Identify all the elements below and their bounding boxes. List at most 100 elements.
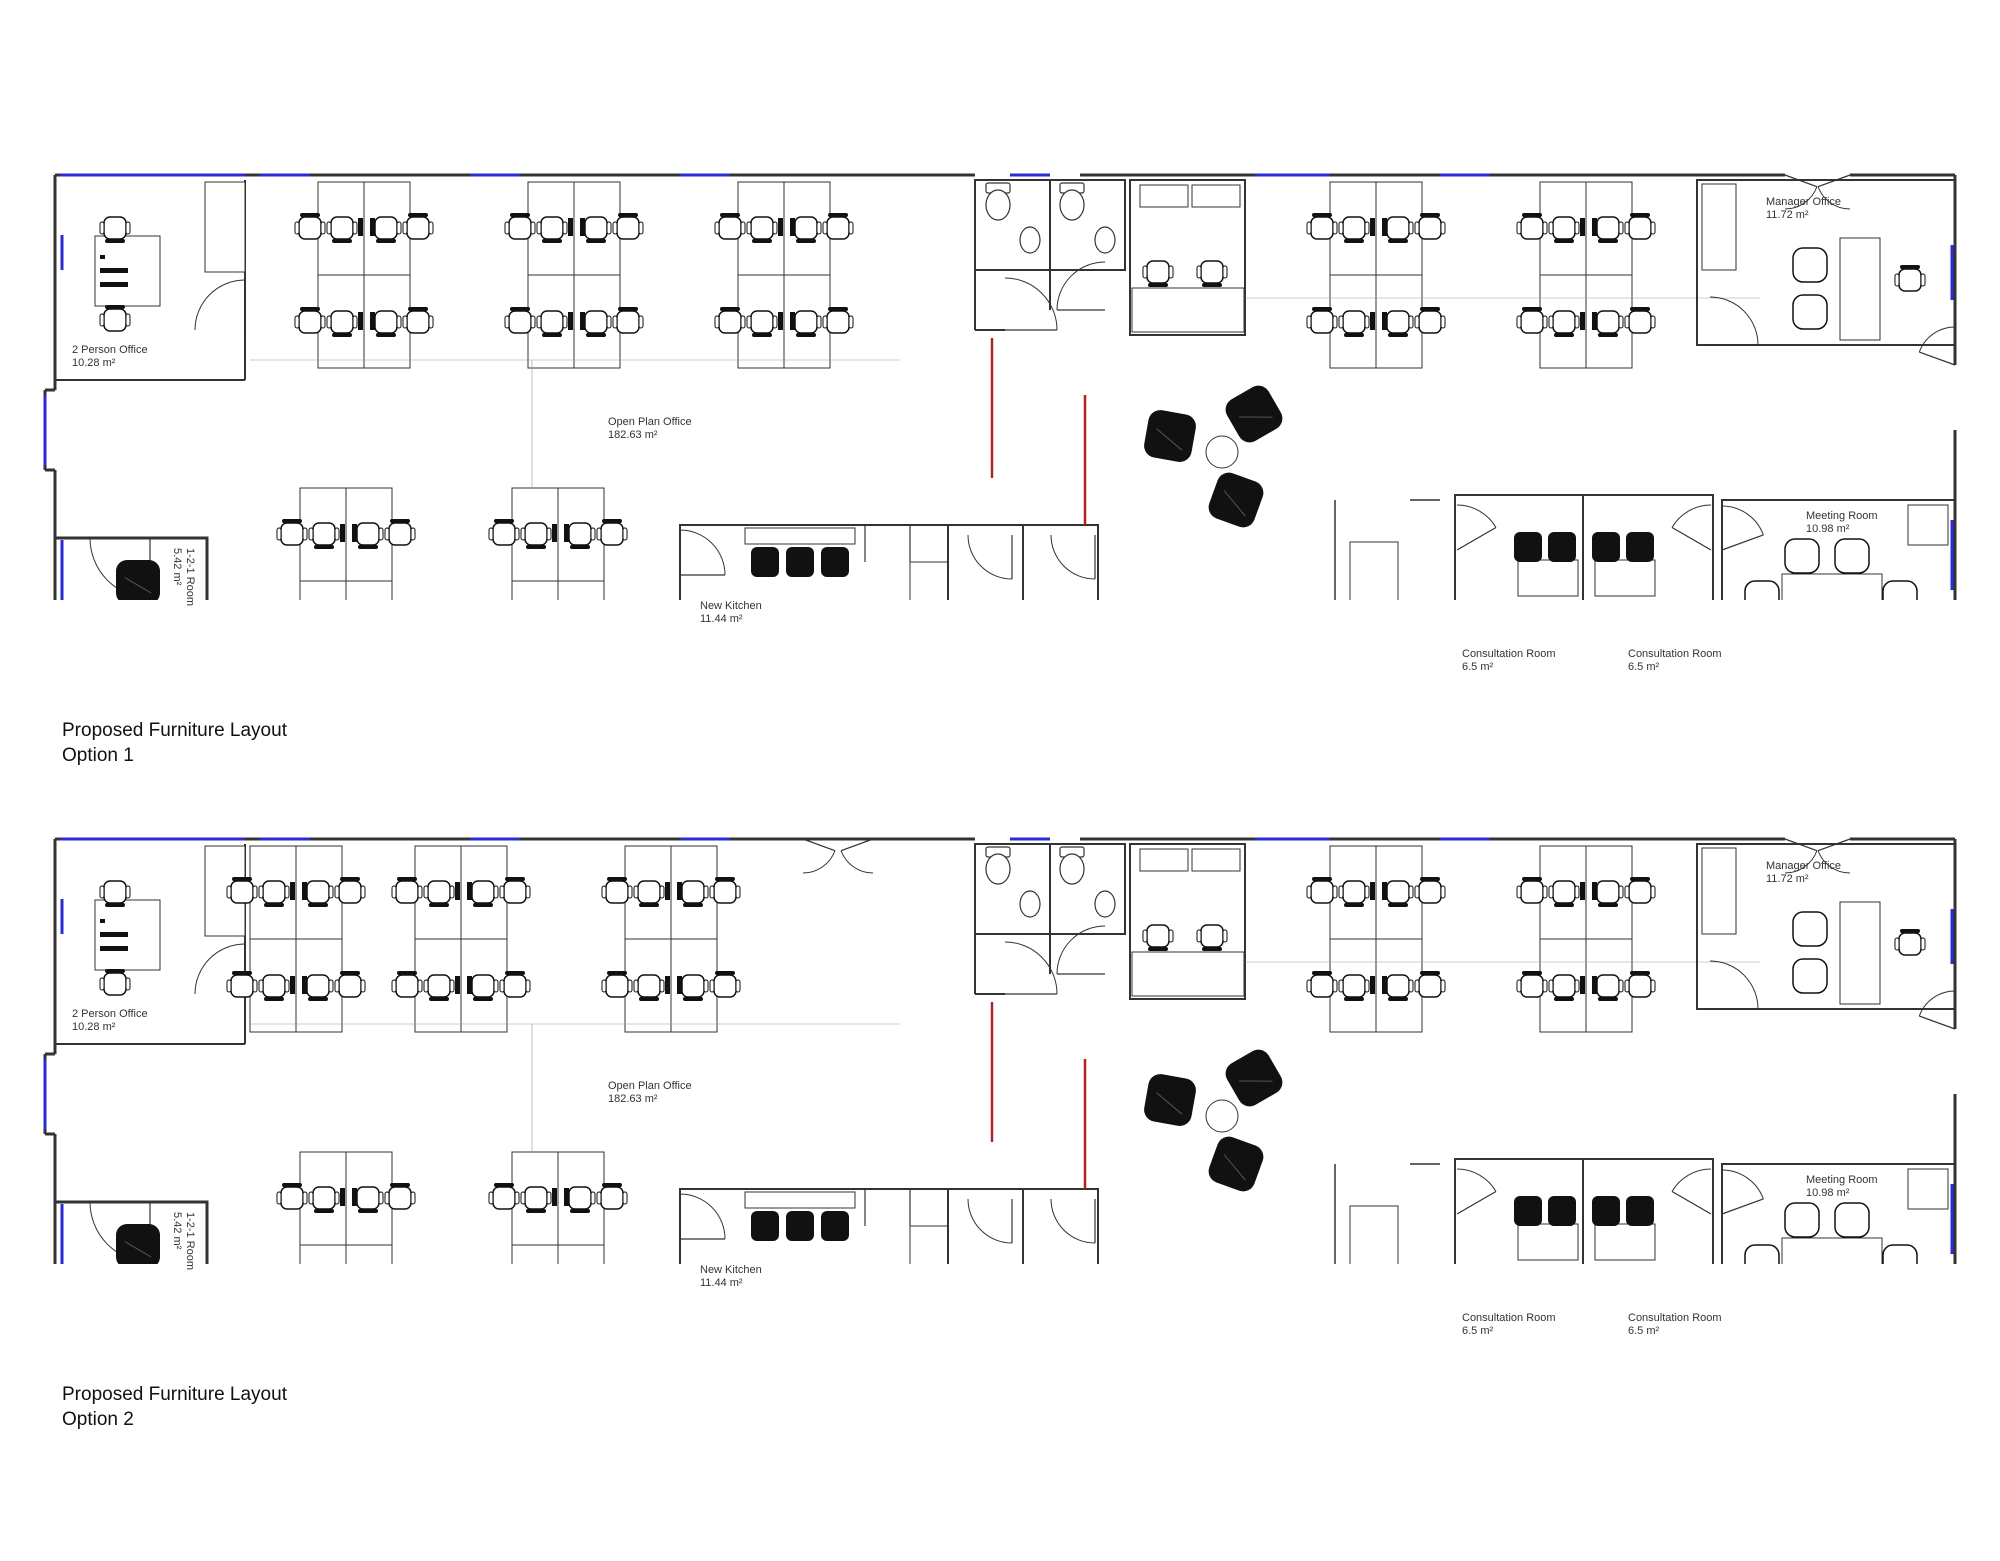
chair-back — [570, 545, 590, 549]
chair-seat — [356, 1186, 380, 1210]
chair-seat — [616, 310, 640, 334]
chair-back — [618, 307, 638, 311]
caption-option: Option 2 — [62, 1409, 134, 1430]
sink-unit — [909, 1225, 949, 1264]
lounge-chair-seam — [1239, 1080, 1273, 1082]
chair-seat — [103, 308, 127, 332]
chair-back — [429, 997, 449, 1001]
chair-arm — [334, 1191, 340, 1205]
lounge-chair-seam — [124, 1241, 152, 1258]
chair-seat — [388, 1186, 412, 1210]
door-swing — [967, 534, 1013, 580]
chair-arm — [1894, 273, 1900, 287]
chair-arm — [746, 315, 752, 329]
wall — [679, 1188, 949, 1264]
chair-back — [586, 333, 606, 337]
door-swing — [1050, 534, 1096, 580]
desk-chair — [1142, 924, 1174, 951]
room-area: 6.5 m² — [1462, 661, 1494, 673]
desk-chair — [1338, 216, 1370, 243]
room-label-2-person-office: 2 Person Office 10.28 m² — [72, 344, 148, 370]
chair-back — [1522, 971, 1542, 975]
wall — [947, 524, 1024, 600]
chair-arm — [562, 315, 568, 329]
desk-chair — [1548, 310, 1580, 337]
chair-arm — [449, 979, 455, 993]
wall — [1696, 179, 1956, 346]
chair-seat — [605, 974, 629, 998]
chair-arm — [99, 313, 105, 327]
desk-pod — [601, 845, 741, 1033]
room-label-meeting-room: Meeting Room 10.98 m² — [1806, 510, 1878, 536]
chair-arm — [396, 221, 402, 235]
layout-caption-option-2: Proposed Furniture Layout Option 2 — [62, 1382, 287, 1432]
chair-arm — [606, 221, 612, 235]
meeting-chair — [1784, 538, 1820, 574]
keyboard-icon — [100, 268, 128, 273]
lounge-chair-seam — [1223, 490, 1246, 517]
chair-arm — [659, 979, 665, 993]
chair-seat — [330, 216, 354, 240]
chair-seat — [374, 216, 398, 240]
chair-back — [105, 305, 125, 309]
door-external — [1919, 351, 1956, 366]
room-label-consultation-room-a: Consultation Room 6.5 m² — [1462, 1312, 1556, 1338]
chair-back — [1388, 997, 1408, 1001]
desk-chair — [384, 519, 416, 546]
chair-seat — [406, 216, 430, 240]
chair-arm — [1414, 221, 1420, 235]
chair-back — [1522, 307, 1542, 311]
chair-arm — [334, 527, 340, 541]
monitor-icon — [568, 312, 573, 330]
chair-back — [408, 307, 428, 311]
chair-arm — [391, 885, 397, 899]
monitor-icon — [358, 218, 363, 236]
chair-arm — [1306, 979, 1312, 993]
desk-chair — [99, 880, 131, 907]
chair-back — [264, 903, 284, 907]
monitor-icon — [568, 218, 573, 236]
meeting-chair — [1548, 532, 1576, 562]
desk-chair — [596, 519, 628, 546]
chair-seat — [1200, 260, 1224, 284]
monitor-icon — [1382, 976, 1387, 994]
chair-back — [1598, 239, 1618, 243]
chair-arm — [1650, 221, 1656, 235]
monitor-icon — [1580, 882, 1585, 900]
chair-seat — [280, 522, 304, 546]
room-area: 10.28 m² — [72, 1021, 116, 1033]
room-label-new-kitchen: New Kitchen 11.44 m² — [700, 1264, 762, 1290]
desk-chair — [1306, 877, 1338, 904]
room-label-meeting-room: Meeting Room 10.98 m² — [1806, 1174, 1878, 1200]
chair-seat — [1628, 310, 1652, 334]
chair-seat — [718, 216, 742, 240]
chair-seat — [1552, 880, 1576, 904]
chair-back — [1202, 947, 1222, 951]
desk-chair — [536, 216, 568, 243]
chair-arm — [562, 221, 568, 235]
lounge-chair-body — [1208, 472, 1264, 528]
door-swing — [1709, 296, 1759, 346]
chair-seat — [750, 216, 774, 240]
desk-chair — [1516, 877, 1548, 904]
lounge-chair — [116, 1224, 160, 1264]
room-area: 11.72 m² — [1766, 873, 1809, 885]
desk-pod — [1516, 181, 1656, 369]
room-label-1-2-1-room: 1-2-1 Room 5.42 m² — [170, 1212, 196, 1270]
chair-back — [602, 1183, 622, 1187]
chair-back — [607, 971, 627, 975]
chair-back — [618, 213, 638, 217]
chair-arm — [1306, 315, 1312, 329]
chair-seat — [492, 1186, 516, 1210]
chair-back — [639, 997, 659, 1001]
desk-chair — [520, 1186, 552, 1213]
door-consultation — [1456, 526, 1497, 551]
monitor-icon — [580, 312, 585, 330]
chair-arm — [125, 885, 131, 899]
chair-arm — [320, 221, 326, 235]
chair-seat — [1552, 974, 1576, 998]
chair-back — [332, 333, 352, 337]
chair-back — [1598, 997, 1618, 1001]
wall — [974, 843, 1051, 935]
chair-arm — [530, 315, 536, 329]
